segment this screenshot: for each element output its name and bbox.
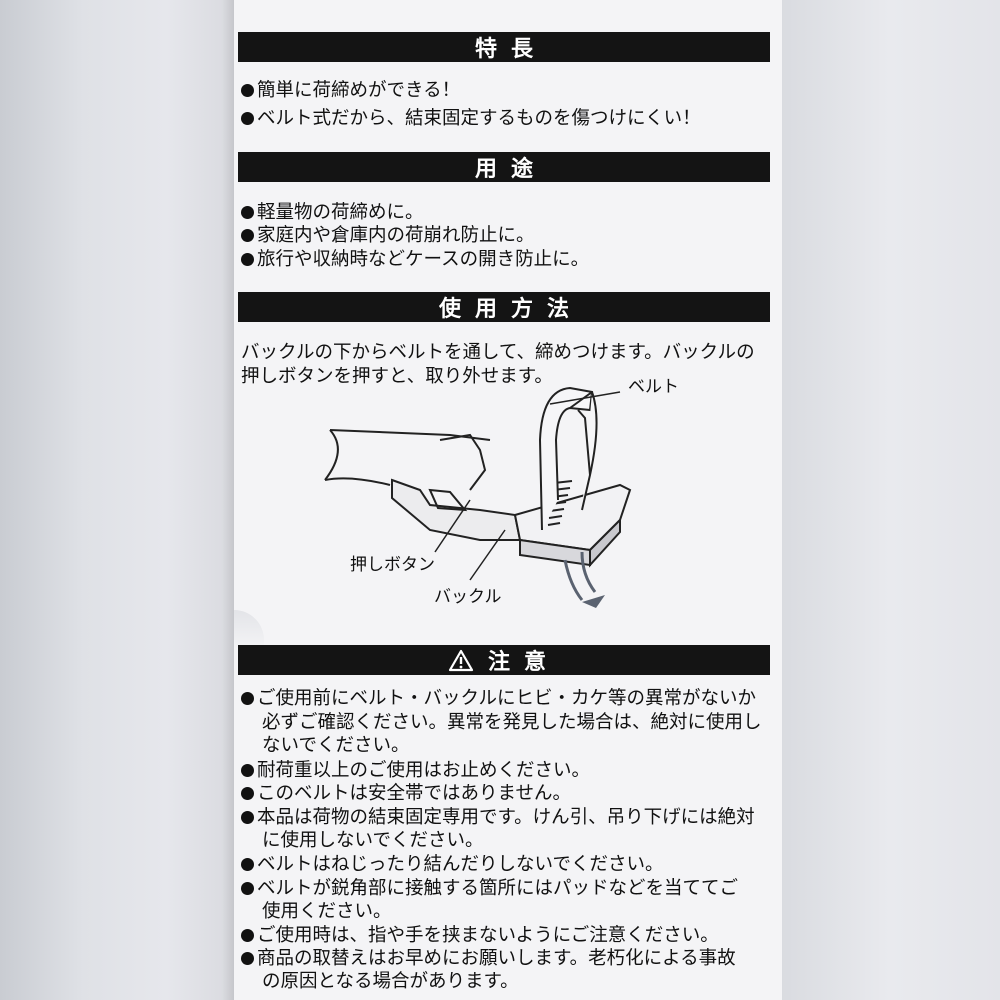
buckle-diagram	[324, 386, 632, 608]
uses-item: 軽量物の荷締めに。	[241, 198, 424, 224]
belt-label: ベルト	[628, 377, 679, 397]
caution-line: 必ずご確認ください。異常を発見した場合は、絶対に使用し	[262, 712, 762, 733]
usage-title: 使用方法	[438, 297, 583, 322]
caution-line: ご使用時は、指や手を挟まないようにご注意ください。	[241, 921, 719, 947]
package-right-edge	[780, 0, 1000, 1000]
features-title: 特長	[474, 37, 547, 62]
caution-line: 本品は荷物の結束固定専用です。けん引、吊り下げには絶対	[241, 803, 755, 829]
caution-line: の原因となる場合があります。	[262, 971, 519, 992]
caution-line: 使用ください。	[262, 901, 392, 922]
usage-text-line: バックルの下からベルトを通して、締めつけます。バックルの	[241, 342, 755, 363]
push-button-label: 押しボタン	[350, 555, 435, 575]
uses-header: 用途	[238, 152, 770, 182]
caution-line: ご使用前にベルト・バックルにヒビ・カケ等の異常がないか	[241, 684, 756, 710]
caution-line: ベルトが鋭角部に接触する箇所にはパッドなどを当ててご	[241, 874, 738, 900]
buckle-label: バックル	[434, 587, 502, 607]
uses-item: 旅行や収納時などケースの開き防止に。	[241, 245, 589, 271]
caution-line: ないでください。	[262, 735, 410, 756]
uses-item: 家庭内や倉庫内の荷崩れ防止に。	[241, 221, 535, 247]
usage-text-line: 押しボタンを押すと、取り外せます。	[241, 366, 553, 387]
caution-line: 耐荷重以上のご使用はお止めください。	[241, 756, 590, 782]
usage-header: 使用方法	[238, 292, 770, 322]
package-left-edge	[0, 0, 238, 1000]
caution-line: に使用しないでください。	[262, 830, 484, 851]
warning-triangle-icon	[448, 649, 474, 671]
uses-title: 用途	[474, 157, 547, 182]
caution-line: このベルトは安全帯ではありません。	[241, 779, 571, 805]
features-header: 特長	[238, 32, 770, 62]
features-item: ベルト式だから、結束固定するものを傷つけにくい！	[241, 104, 701, 130]
features-item: 簡単に荷締めができる！	[241, 76, 460, 102]
caution-line: ベルトはねじったり結んだりしないでください。	[241, 850, 663, 876]
caution-header: 注意	[238, 645, 770, 675]
caution-title: 注意	[487, 650, 560, 675]
caution-line: 商品の取替えはお早めにお願いします。老朽化による事故	[241, 944, 736, 970]
